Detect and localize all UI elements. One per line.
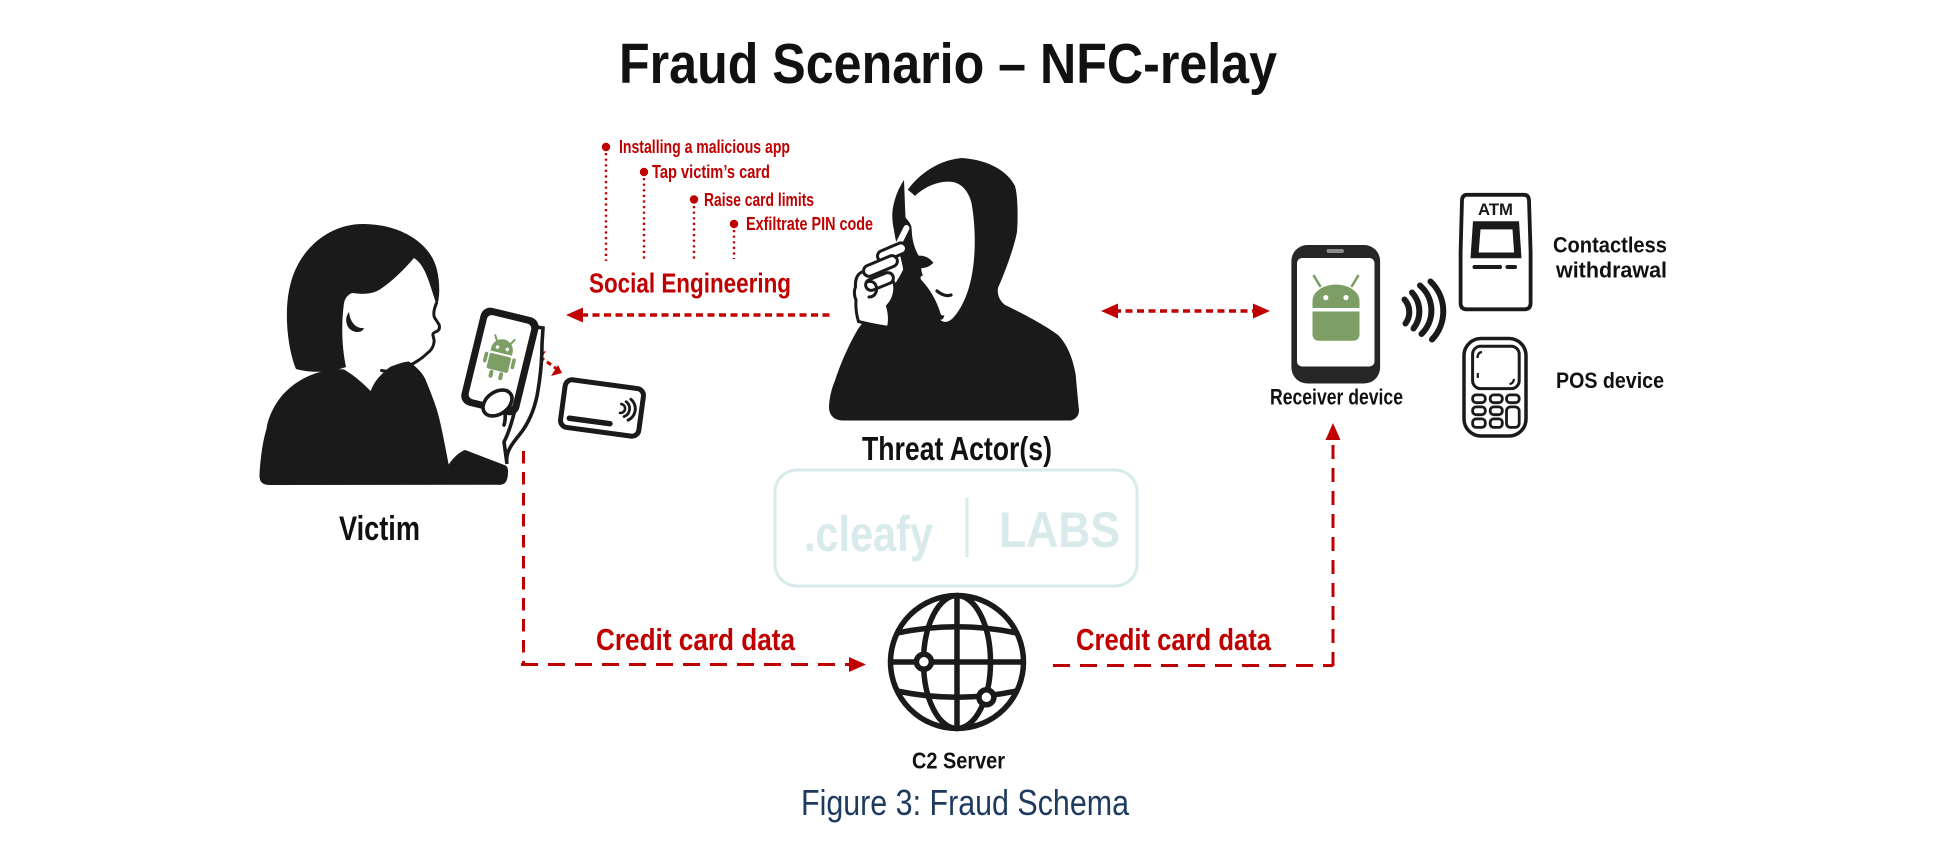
svg-text:Credit card data: Credit card data: [1076, 622, 1272, 657]
svg-text:Receiver device: Receiver device: [1270, 385, 1403, 410]
svg-text:Raise card limits: Raise card limits: [704, 190, 814, 210]
svg-text:Installing a malicious app: Installing a malicious app: [619, 137, 790, 157]
svg-text:Victim: Victim: [339, 510, 420, 548]
svg-text:POS device: POS device: [1556, 368, 1664, 393]
svg-text:Threat Actor(s): Threat Actor(s): [862, 430, 1052, 467]
svg-text:Credit card data: Credit card data: [596, 622, 796, 657]
svg-text:Figure 3: Fraud Schema: Figure 3: Fraud Schema: [801, 782, 1130, 823]
svg-text:ATM: ATM: [1478, 201, 1513, 219]
svg-text:Social Engineering: Social Engineering: [589, 268, 791, 299]
svg-text:C2 Server: C2 Server: [912, 748, 1005, 774]
svg-text:.cleafy: .cleafy: [804, 506, 933, 562]
svg-text:Fraud Scenario – NFC-relay: Fraud Scenario – NFC-relay: [619, 32, 1277, 96]
svg-text:Tap victim’s card: Tap victim’s card: [652, 162, 770, 182]
svg-text:Contactless: Contactless: [1553, 233, 1667, 258]
svg-text:withdrawal: withdrawal: [1555, 258, 1667, 283]
svg-text:Exfiltrate PIN code: Exfiltrate PIN code: [746, 214, 873, 234]
svg-text:LABS: LABS: [999, 502, 1120, 558]
